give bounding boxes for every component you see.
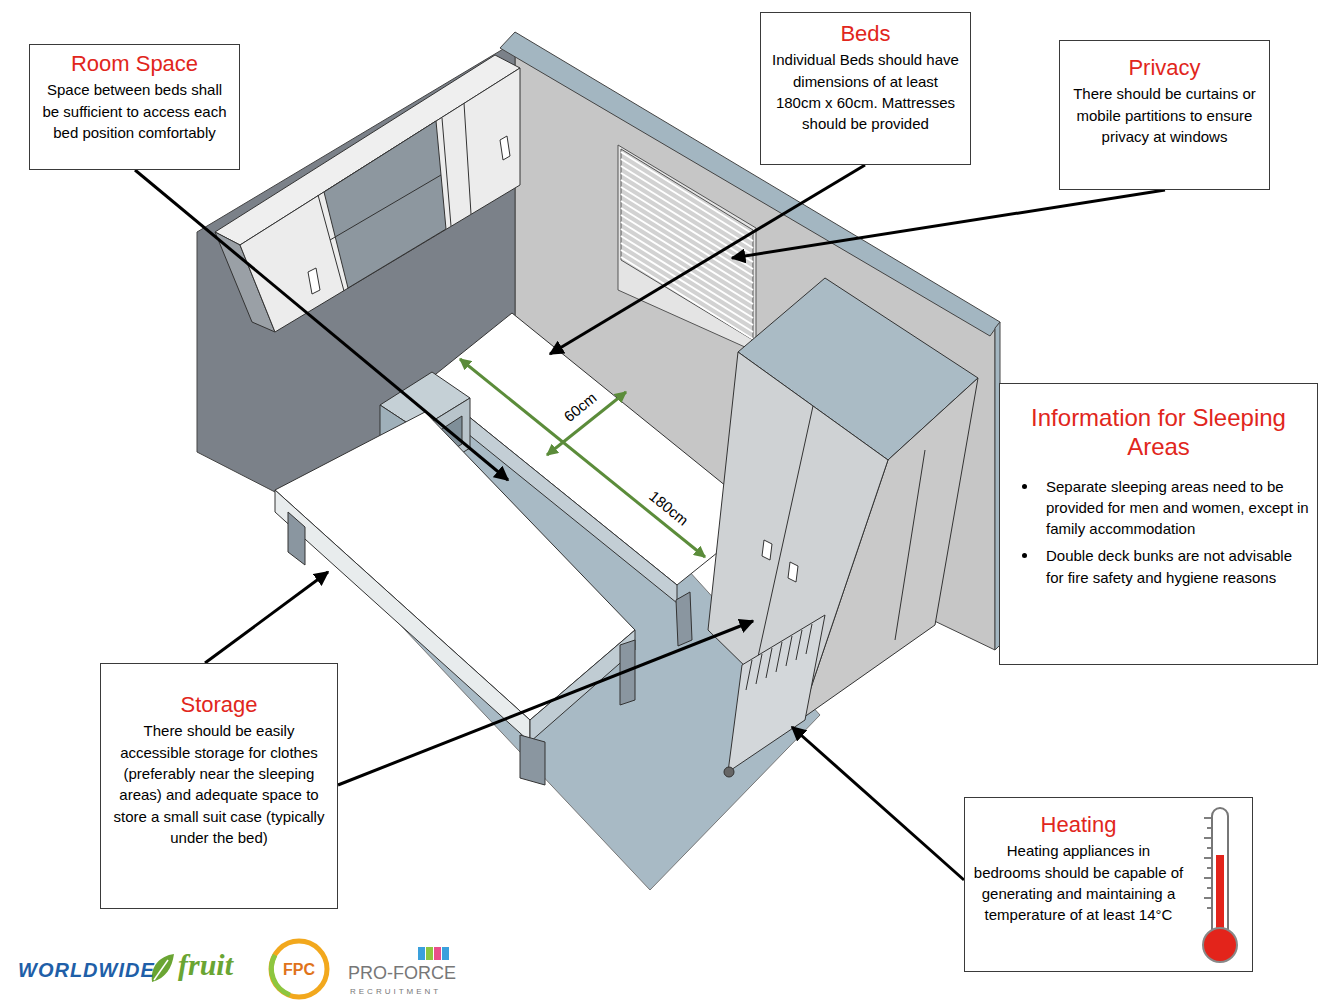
box-heading: Heating xyxy=(973,812,1184,838)
callout-box: PrivacyThere should be curtains or mobil… xyxy=(1059,40,1270,190)
thermometer-icon xyxy=(1204,877,1211,879)
dimension-label: 180cm xyxy=(645,486,694,530)
logo-mark xyxy=(152,954,174,982)
wall-cabinet xyxy=(464,103,471,214)
window-blind xyxy=(621,236,753,318)
box-heading: Privacy xyxy=(1068,55,1261,81)
radiator xyxy=(724,767,734,777)
logo-text: FPC xyxy=(283,962,315,978)
callout-box: Information for Sleeping AreasSeparate s… xyxy=(999,383,1318,665)
wall-cabinet xyxy=(330,175,441,240)
box-heading: Beds xyxy=(769,21,962,47)
dimension-arrow xyxy=(460,359,705,557)
thermometer-icon xyxy=(1204,817,1211,819)
thermometer-icon xyxy=(1204,897,1211,899)
bullet-dot xyxy=(1022,484,1027,489)
wardrobe xyxy=(895,450,925,640)
leader-line xyxy=(792,727,964,880)
bed xyxy=(676,592,692,646)
window-blind xyxy=(621,250,753,332)
logo-mark xyxy=(154,960,168,980)
bullet-dot xyxy=(1022,553,1027,558)
radiator xyxy=(786,636,792,666)
wall-cabinet xyxy=(215,55,520,332)
thermometer-icon xyxy=(1207,887,1211,889)
leader-line xyxy=(205,572,328,663)
thermometer-icon xyxy=(1204,818,1211,908)
leader-line xyxy=(550,165,865,354)
thermometer-icon xyxy=(1203,928,1237,962)
thermometer-icon xyxy=(1207,907,1211,909)
logo-mark xyxy=(271,941,327,997)
leader-line xyxy=(135,170,508,480)
box-body: Heating appliances in bedrooms should be… xyxy=(973,840,1184,925)
logo-mark xyxy=(434,947,441,960)
callout-box: StorageThere should be easily accessible… xyxy=(100,663,338,909)
radiator xyxy=(746,660,752,690)
radiator xyxy=(724,615,825,777)
bullet-text: Separate sleeping areas need to be provi… xyxy=(1046,476,1309,540)
callout-box: Room SpaceSpace between beds shall be su… xyxy=(29,44,240,170)
wall-cabinet xyxy=(318,195,344,291)
wall-cabinet xyxy=(324,121,446,288)
thermometer-icon xyxy=(1207,847,1211,849)
logo-text: PRO-FORCE xyxy=(348,964,456,982)
wardrobe xyxy=(788,562,798,582)
radiator xyxy=(766,648,772,678)
window-blind xyxy=(621,243,753,325)
wall-cabinet xyxy=(500,136,510,160)
box-body: Individual Beds should have dimensions o… xyxy=(769,49,962,134)
radiator xyxy=(776,642,782,672)
box-heading: Information for Sleeping Areas xyxy=(1008,404,1309,462)
leader-line xyxy=(338,621,753,785)
wardrobe xyxy=(762,540,772,560)
bed xyxy=(530,630,635,742)
bed xyxy=(288,512,305,565)
logo-mark xyxy=(418,947,425,960)
wall-cabinet xyxy=(442,118,451,226)
window-blind xyxy=(618,145,756,352)
bullet-item: Double deck bunks are not advisable for … xyxy=(1008,545,1309,588)
thermometer-icon xyxy=(1207,867,1211,869)
radiator xyxy=(806,624,812,654)
callout-box: HeatingHeating appliances in bedrooms sh… xyxy=(964,797,1253,972)
logo-text: fruit xyxy=(178,950,233,980)
thermometer-icon xyxy=(1204,837,1211,839)
box-body: There should be easily accessible storag… xyxy=(109,720,329,848)
radiator xyxy=(756,654,762,684)
logo-mark xyxy=(442,947,449,960)
logo-mark xyxy=(426,947,433,960)
dimension-label: 60cm xyxy=(559,388,601,427)
thermometer-icon xyxy=(1204,857,1211,859)
box-heading: Room Space xyxy=(38,51,231,77)
leader-line xyxy=(732,190,1165,258)
radiator xyxy=(796,630,802,660)
box-body: Space between beds shall be sufficient t… xyxy=(38,79,231,143)
thermometer-icon xyxy=(1207,827,1211,829)
wall-cabinet xyxy=(308,268,320,294)
bullet-item: Separate sleeping areas need to be provi… xyxy=(1008,476,1309,540)
box-heading: Storage xyxy=(109,692,329,718)
box-body: There should be curtains or mobile parti… xyxy=(1068,83,1261,147)
wardrobe xyxy=(708,278,978,720)
logo-text: WORLDWIDE xyxy=(18,960,155,980)
callout-box: BedsIndividual Beds should have dimensio… xyxy=(760,12,971,165)
dimension-arrow xyxy=(460,359,705,557)
bed xyxy=(520,735,545,785)
thermometer-icon xyxy=(1203,808,1237,962)
bullet-text: Double deck bunks are not advisable for … xyxy=(1046,545,1309,588)
window-blind xyxy=(618,145,756,352)
radiator xyxy=(728,615,825,772)
logo-text: RECRUITMENT xyxy=(350,988,441,996)
